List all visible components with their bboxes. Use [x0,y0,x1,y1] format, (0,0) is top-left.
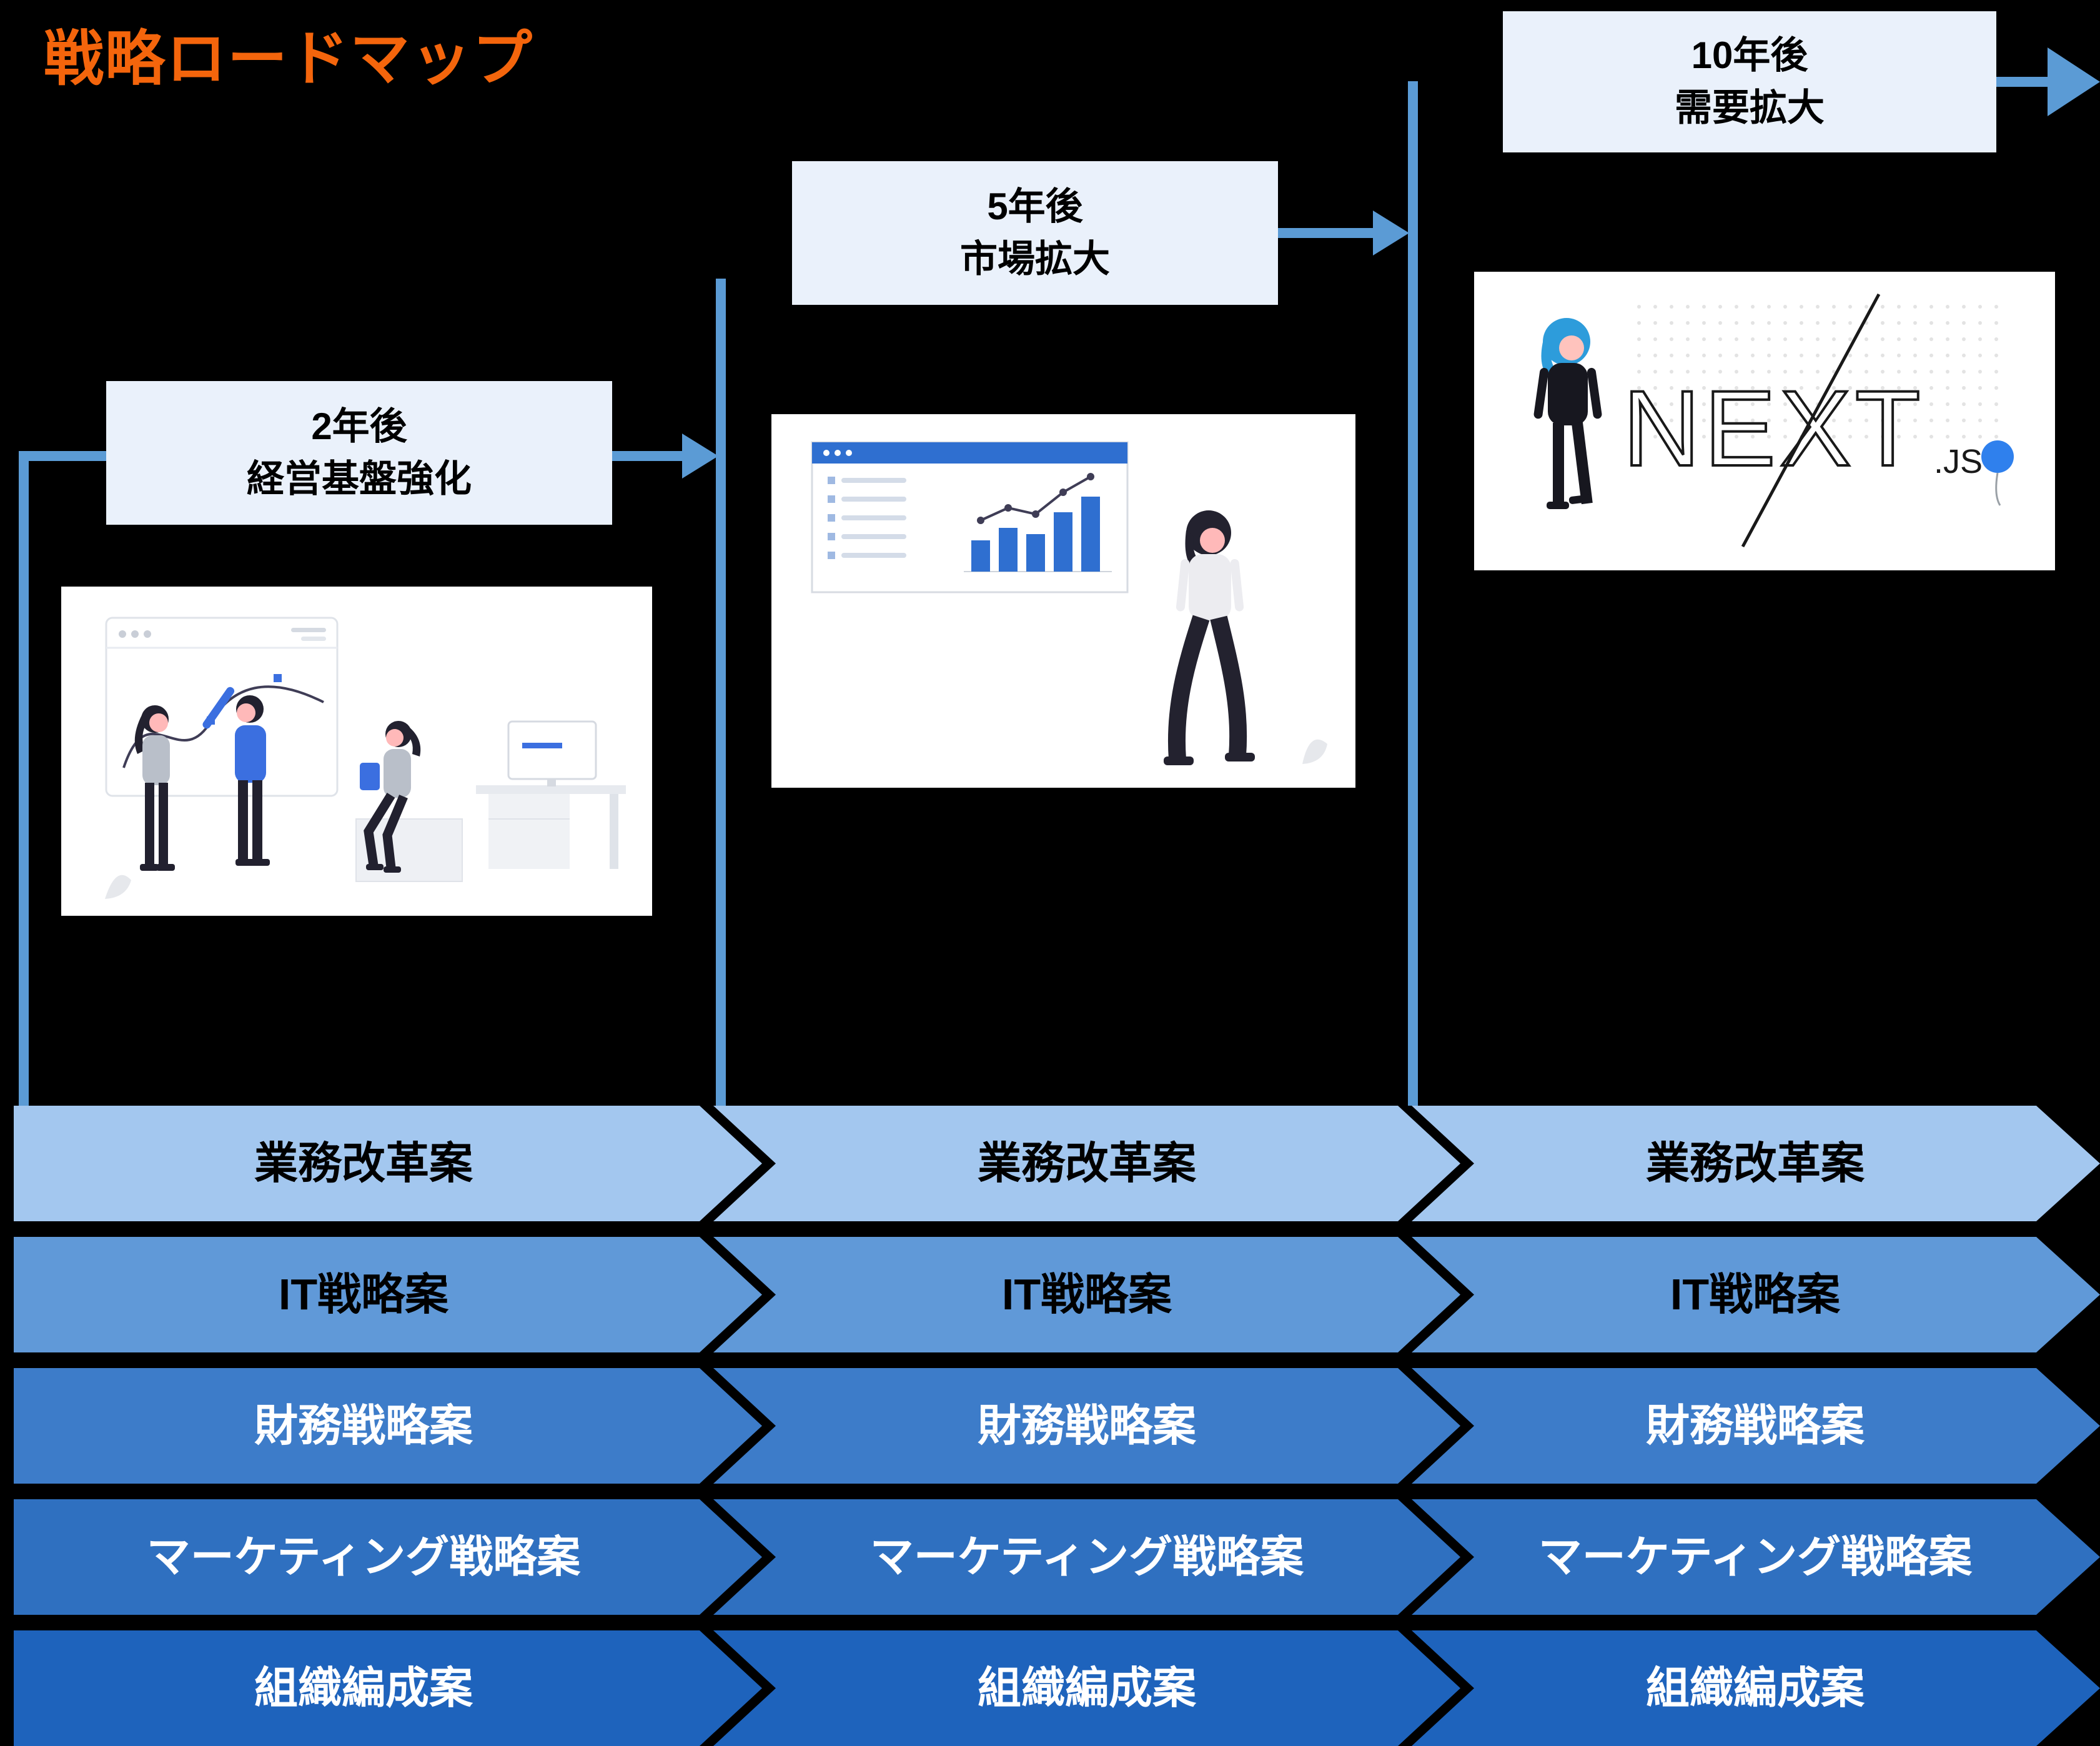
lane-row-3-arrows [14,1368,2100,1484]
dashboard-presentation-svg [771,414,1355,788]
connector-vertical-2 [716,279,726,1106]
lane-arrow-shape [713,1499,1460,1615]
lane-label: マーケティング戦略案 [1538,1532,1973,1581]
connector-milestone2-exit [1278,228,1373,238]
nextjs-logo-svg: NEXT .JS [1474,272,2055,570]
lane-label: 業務改革案 [1646,1139,1865,1188]
lane-row-4-arrows [14,1499,2100,1615]
connector-vertical-1 [19,451,29,1106]
nextjs-logo-illustration: NEXT .JS [1474,272,2055,570]
lane-arrow-shape [14,1630,762,1746]
arrowhead-3-icon [2048,47,2100,116]
lane-label: 財務戦略案 [978,1401,1196,1450]
arrowhead-1-icon [682,434,718,479]
lane-label: IT戦略案 [1001,1270,1172,1319]
lane-label: 業務改革案 [254,1139,473,1188]
milestone-10yr: 10年後 需要拡大 [1503,11,1996,152]
lane-label: 組織編成案 [254,1664,473,1712]
lane-label: マーケティング戦略案 [146,1532,581,1581]
arrowhead-2-icon [1373,211,1409,255]
lane-row-marketing-strategy: マーケティング戦略案 マーケティング戦略案 マーケティング戦略案 [0,1499,2100,1615]
lane-arrow-shape [713,1368,1460,1484]
lane-row-2-arrows [14,1237,2100,1352]
next-logo-suffix-text: .JS [1934,443,1983,480]
lane-arrow-shape [1412,1237,2100,1352]
lane-arrow-shape [713,1630,1460,1746]
lane-arrow-shape [14,1499,762,1615]
connector-stub-1 [19,451,107,461]
lane-row-organization-plan: 組織編成案 組織編成案 組織編成案 [0,1630,2100,1746]
milestone-2yr-line2: 経営基盤強化 [247,458,472,500]
milestone-2yr-line1: 2年後 [311,405,407,447]
lane-label: マーケティング戦略案 [869,1532,1304,1581]
next-logo-text: NEXT [1623,369,1924,489]
team-whiteboard-svg [61,587,652,916]
lane-label: 組織編成案 [1646,1664,1865,1712]
lane-label: IT戦略案 [1670,1270,1841,1319]
lane-arrow-shape [713,1237,1460,1352]
lane-arrow-shape [1412,1368,2100,1484]
lane-label: 財務戦略案 [254,1401,473,1450]
lane-row-business-reform: 業務改革案 業務改革案 業務改革案 [0,1106,2100,1221]
lane-label: 組織編成案 [978,1664,1196,1712]
team-whiteboard-illustration [61,587,652,916]
lane-arrow-shape [1412,1106,2100,1221]
connector-milestone1-exit [612,451,682,461]
lane-arrow-shape [14,1106,762,1221]
milestone-5yr-line2: 市場拡大 [960,238,1110,280]
page-title: 戦略ロードマップ [44,26,533,92]
lane-arrow-shape [713,1106,1460,1221]
milestone-5yr: 5年後 市場拡大 [792,161,1278,305]
lane-row-1-arrows [14,1106,2100,1221]
milestone-10yr-line2: 需要拡大 [1675,87,1825,129]
lane-label: 財務戦略案 [1646,1401,1865,1450]
milestone-2yr: 2年後 経営基盤強化 [106,381,612,525]
connector-milestone3-exit [1996,77,2050,87]
lane-arrow-shape [14,1237,762,1352]
lane-row-5-arrows [14,1630,2100,1746]
lane-arrow-shape [1412,1499,2100,1615]
lane-label: IT戦略案 [278,1270,449,1319]
lane-arrow-shape [14,1368,762,1484]
dashboard-presentation-illustration [771,414,1355,788]
milestone-10yr-line1: 10年後 [1691,34,1808,76]
milestone-5yr-line1: 5年後 [987,186,1083,227]
lane-row-finance-strategy: 財務戦略案 財務戦略案 財務戦略案 [0,1368,2100,1484]
lane-arrow-shape [1412,1630,2100,1746]
connector-vertical-3 [1408,81,1418,1106]
lane-row-it-strategy: IT戦略案 IT戦略案 IT戦略案 [0,1237,2100,1352]
lane-label: 業務改革案 [978,1139,1196,1188]
